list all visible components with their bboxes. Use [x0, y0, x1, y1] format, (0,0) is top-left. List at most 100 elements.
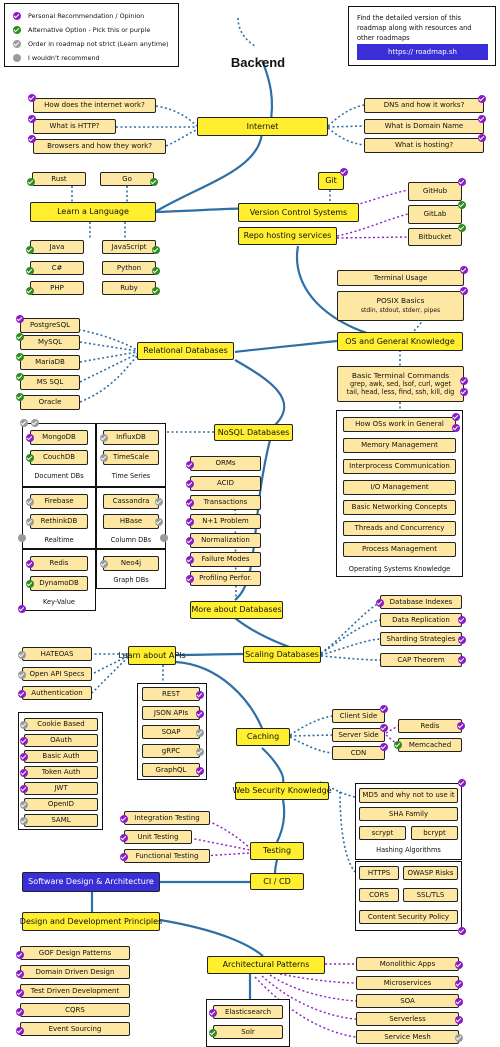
- node-process[interactable]: Process Management: [343, 542, 456, 557]
- node-grpc[interactable]: gRPC: [142, 744, 200, 758]
- node-ruby[interactable]: Ruby: [102, 281, 156, 295]
- node-token-auth[interactable]: Token Auth: [24, 766, 98, 779]
- node-bitbucket[interactable]: Bitbucket: [408, 228, 462, 246]
- node-openid[interactable]: OpenID: [24, 798, 98, 811]
- node-oauth[interactable]: OAuth: [24, 734, 98, 747]
- node-caching[interactable]: Caching: [236, 728, 290, 746]
- node-repo-hosting[interactable]: Repo hosting services: [238, 227, 337, 245]
- node-graphql[interactable]: GraphQL: [142, 763, 200, 777]
- node-csp[interactable]: Content Security Policy: [359, 910, 458, 924]
- node-dynamodb[interactable]: DynamoDB: [30, 576, 88, 591]
- node-nosql[interactable]: NoSQL Databases: [214, 424, 293, 441]
- node-cqrs[interactable]: CQRS: [20, 1003, 130, 1017]
- node-cors[interactable]: CORS: [359, 888, 399, 902]
- node-monolithic[interactable]: Monolithic Apps: [356, 957, 459, 971]
- node-php[interactable]: PHP: [30, 281, 84, 295]
- node-posix[interactable]: POSIX Basics stdin, stdout, stderr, pipe…: [337, 291, 464, 321]
- node-data-replication[interactable]: Data Replication: [380, 613, 462, 627]
- node-soap[interactable]: SOAP: [142, 725, 200, 739]
- node-git[interactable]: Git: [318, 172, 344, 190]
- node-profiling[interactable]: Profiling Perfor.: [190, 571, 261, 586]
- node-basic-auth[interactable]: Basic Auth: [24, 750, 98, 763]
- node-cdn[interactable]: CDN: [332, 746, 385, 760]
- node-rest[interactable]: REST: [142, 687, 200, 701]
- node-domain[interactable]: What is Domain Name: [364, 119, 484, 134]
- node-n1[interactable]: N+1 Problem: [190, 514, 261, 529]
- roadmap-link-button[interactable]: https:// roadmap.sh: [357, 44, 488, 60]
- node-md5[interactable]: MD5 and why not to use it: [359, 788, 458, 803]
- node-learn-apis[interactable]: Learn about APIs: [118, 646, 186, 665]
- node-service-mesh[interactable]: Service Mesh: [356, 1030, 459, 1044]
- node-http[interactable]: What is HTTP?: [33, 119, 116, 134]
- node-server-side[interactable]: Server Side: [332, 728, 385, 742]
- node-normalization[interactable]: Normalization: [190, 533, 261, 548]
- node-web-security[interactable]: Web Security Knowledge: [232, 782, 332, 800]
- node-gitlab[interactable]: GitLab: [408, 205, 462, 224]
- node-acid[interactable]: ACID: [190, 476, 261, 491]
- node-mssql[interactable]: MS SQL: [20, 375, 80, 390]
- node-os-knowledge[interactable]: OS and General Knowledge: [337, 332, 463, 351]
- node-java[interactable]: Java: [30, 240, 84, 254]
- node-hateoas[interactable]: HATEOAS: [22, 647, 92, 661]
- node-failure-modes[interactable]: Failure Modes: [190, 552, 261, 567]
- node-influxdb[interactable]: InfluxDB: [103, 430, 159, 445]
- node-unit-testing[interactable]: Unit Testing: [124, 830, 192, 844]
- node-couchdb[interactable]: CouchDB: [30, 450, 88, 465]
- node-client-side[interactable]: Client Side: [332, 709, 385, 723]
- node-csharp[interactable]: C#: [30, 261, 84, 275]
- node-elasticsearch[interactable]: Elasticsearch: [213, 1005, 283, 1019]
- node-cassandra[interactable]: Cassandra: [103, 494, 159, 509]
- node-bcrypt[interactable]: bcrypt: [411, 826, 458, 840]
- node-functional-testing[interactable]: Functional Testing: [124, 849, 210, 863]
- node-db-indexes[interactable]: Database Indexes: [380, 595, 462, 609]
- node-os-work[interactable]: How OSs work in General: [343, 417, 456, 432]
- node-relational[interactable]: Relational Databases: [137, 342, 234, 360]
- node-soa[interactable]: SOA: [356, 994, 459, 1008]
- node-browsers[interactable]: Browsers and how they work?: [33, 139, 166, 154]
- node-json-apis[interactable]: JSON APIs: [142, 706, 200, 720]
- node-postgres[interactable]: PostgreSQL: [20, 318, 80, 333]
- node-arch-patterns[interactable]: Architectural Patterns: [207, 956, 325, 974]
- node-owasp[interactable]: OWASP Risks: [403, 866, 458, 880]
- node-event-sourcing[interactable]: Event Sourcing: [20, 1022, 130, 1036]
- node-learn-language[interactable]: Learn a Language: [30, 202, 156, 222]
- node-sha[interactable]: SHA Family: [359, 807, 458, 821]
- node-timescale[interactable]: TimeScale: [103, 450, 159, 465]
- node-cicd[interactable]: CI / CD: [250, 873, 304, 890]
- node-memcached[interactable]: Memcached: [398, 738, 462, 752]
- node-cap[interactable]: CAP Theorem: [380, 653, 462, 667]
- node-threads[interactable]: Threads and Concurrency: [343, 521, 456, 536]
- node-memory[interactable]: Memory Management: [343, 438, 456, 453]
- node-scaling-db[interactable]: Scaling Databases: [243, 646, 321, 663]
- node-javascript[interactable]: JavaScript: [102, 240, 156, 254]
- node-firebase[interactable]: Firebase: [30, 494, 88, 509]
- node-ssl[interactable]: SSL/TLS: [403, 888, 458, 902]
- node-jwt[interactable]: JWT: [24, 782, 98, 795]
- node-software-design[interactable]: Software Design & Architecture: [22, 872, 160, 892]
- node-rethinkdb[interactable]: RethinkDB: [30, 514, 88, 529]
- node-rust[interactable]: Rust: [32, 172, 86, 186]
- node-how-internet[interactable]: How does the internet work?: [33, 98, 156, 113]
- node-microservices[interactable]: Microservices: [356, 976, 459, 990]
- node-cookie-auth[interactable]: Cookie Based: [24, 718, 98, 731]
- node-tdd[interactable]: Test Driven Development: [20, 984, 130, 998]
- node-transactions[interactable]: Transactions: [190, 495, 261, 510]
- node-orms[interactable]: ORMs: [190, 456, 261, 471]
- node-hosting[interactable]: What is hosting?: [364, 138, 484, 153]
- node-gof[interactable]: GOF Design Patterns: [20, 946, 130, 960]
- node-oracle[interactable]: Oracle: [20, 395, 80, 410]
- node-networking[interactable]: Basic Networking Concepts: [343, 500, 456, 515]
- node-ddd[interactable]: Domain Driven Design: [20, 965, 130, 979]
- node-serverless[interactable]: Serverless: [356, 1012, 459, 1026]
- node-more-db[interactable]: More about Databases: [190, 601, 283, 619]
- node-design-principles[interactable]: Design and Development Principles: [20, 912, 162, 931]
- node-vcs[interactable]: Version Control Systems: [238, 203, 359, 222]
- node-scrypt[interactable]: scrypt: [359, 826, 406, 840]
- node-internet[interactable]: Internet: [197, 117, 328, 136]
- node-testing[interactable]: Testing: [250, 842, 304, 860]
- node-mariadb[interactable]: MariaDB: [20, 355, 80, 370]
- node-io[interactable]: I/O Management: [343, 480, 456, 495]
- node-python[interactable]: Python: [102, 261, 156, 275]
- node-authentication[interactable]: Authentication: [22, 686, 92, 700]
- node-mysql[interactable]: MySQL: [20, 335, 80, 350]
